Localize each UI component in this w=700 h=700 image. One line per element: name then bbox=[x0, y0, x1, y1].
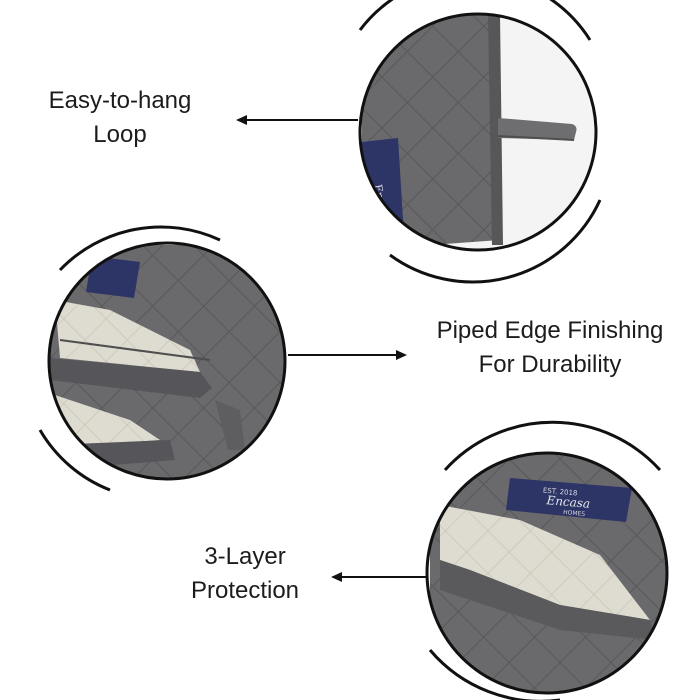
piped-edge-detail-circle bbox=[47, 241, 287, 481]
arrow-right-2 bbox=[288, 350, 407, 360]
brand-label-line-3: HOMES bbox=[563, 509, 586, 518]
brand-label bbox=[506, 478, 632, 522]
brand-label-line-1: EST. 2018 bbox=[543, 487, 578, 498]
decorative-arc bbox=[443, 420, 662, 472]
feature-line: Piped Edge Finishing bbox=[436, 317, 664, 344]
feature-loop-text: Easy-to-hang Loop bbox=[40, 84, 200, 152]
feature-line: Easy-to-hang bbox=[48, 87, 192, 114]
layer-detail-circle bbox=[425, 451, 669, 695]
feature-line: Loop bbox=[93, 121, 147, 148]
feature-line: For Durability bbox=[478, 351, 622, 378]
brand-label-line-2: Encasa bbox=[545, 493, 591, 511]
decorative-arc bbox=[358, 0, 592, 41]
loop-detail-circle: Encasa bbox=[358, 12, 598, 252]
feature-protection-text: 3-Layer Protection bbox=[170, 540, 320, 608]
feature-piped-edge-text: Piped Edge Finishing For Durability bbox=[405, 314, 695, 382]
decorative-arc bbox=[58, 225, 221, 272]
decorative-arc bbox=[389, 199, 602, 284]
piped-edge bbox=[50, 358, 212, 398]
decorative-arc bbox=[38, 429, 111, 492]
brand-label bbox=[86, 256, 140, 298]
decorative-arc bbox=[428, 649, 560, 700]
feature-line: Protection bbox=[190, 577, 300, 604]
arrow-left-3 bbox=[331, 572, 428, 582]
hanging-loop bbox=[498, 118, 577, 140]
arrow-left-1 bbox=[236, 115, 358, 125]
feature-line: 3-Layer bbox=[204, 543, 286, 570]
